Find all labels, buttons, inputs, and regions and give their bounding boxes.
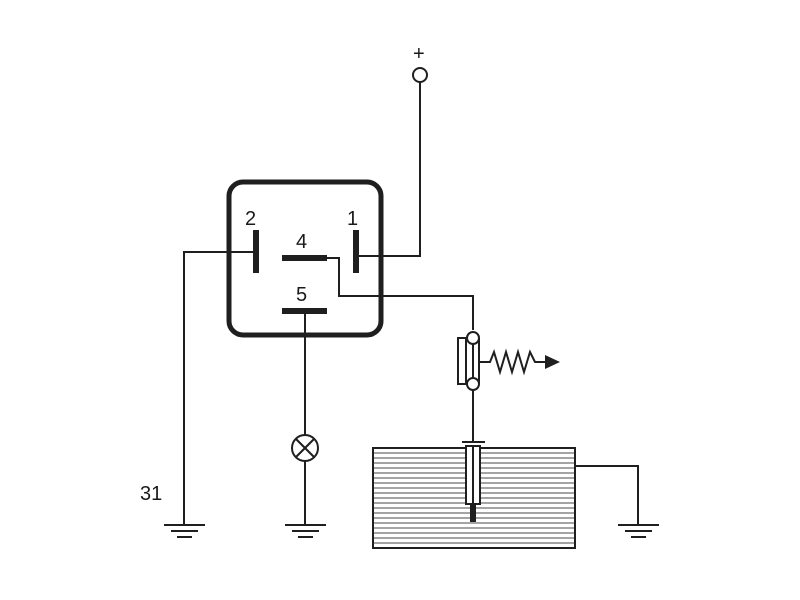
- ground-icon: [618, 524, 659, 538]
- spring-icon: [479, 348, 545, 376]
- tank-icon: [372, 441, 576, 549]
- arrow-icon: [545, 355, 560, 369]
- lamp-icon: [291, 434, 319, 462]
- pressure-switch-icon: [457, 331, 480, 391]
- pin-4-wire: [327, 257, 474, 330]
- ground-31-label: 31: [140, 483, 162, 505]
- pin-2-wire: [183, 251, 256, 525]
- supply-terminal: [412, 67, 428, 83]
- pin-4-label: 4: [296, 231, 307, 253]
- ground-icon: [285, 524, 326, 538]
- pin-5-label: 5: [296, 284, 307, 306]
- tank-ground-wire: [575, 465, 639, 525]
- pin-1-label: 1: [347, 208, 358, 230]
- supply-label: +: [413, 43, 425, 65]
- ground-icon: [164, 524, 205, 538]
- relay-icon: 2 1 4 5: [226, 179, 384, 338]
- pin-2-label: 2: [245, 208, 256, 230]
